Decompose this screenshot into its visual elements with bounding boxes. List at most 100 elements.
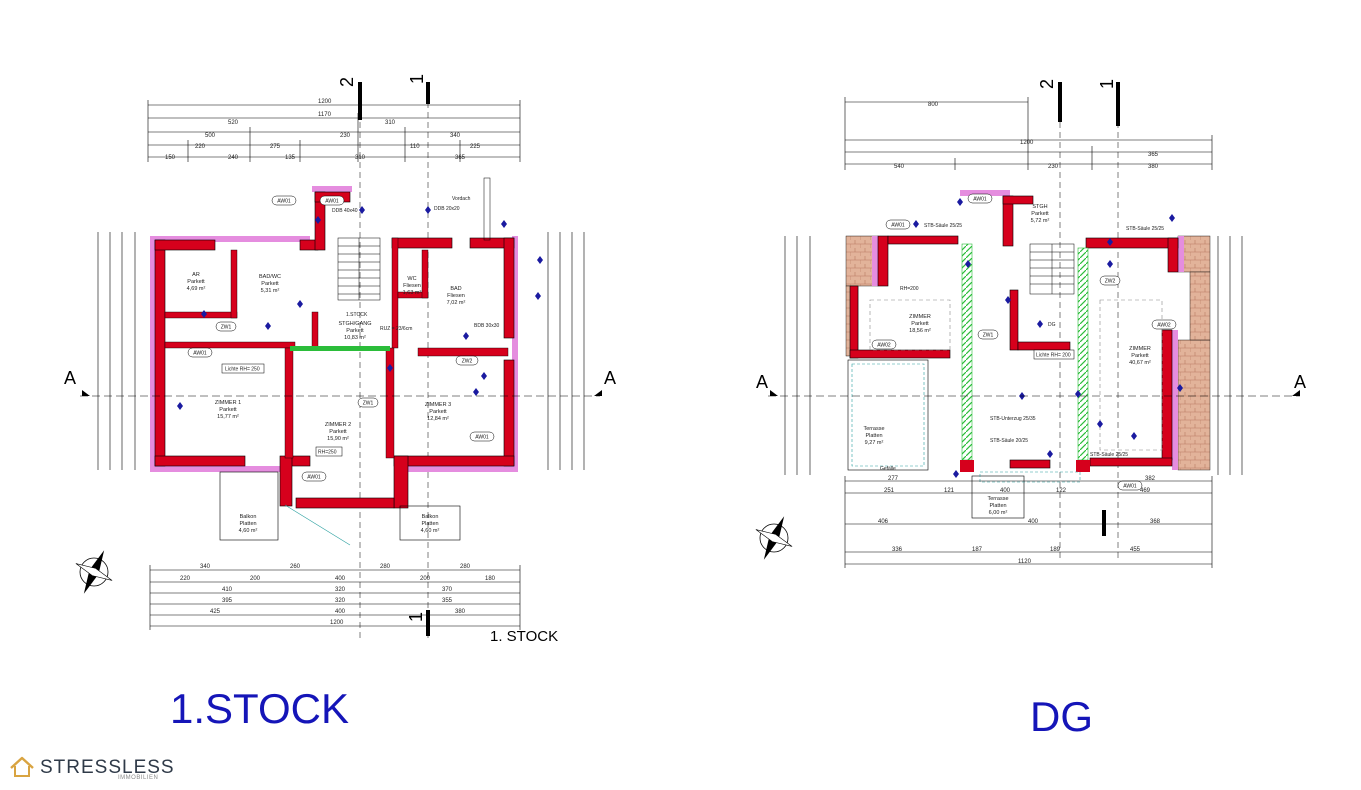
attic-insulation — [872, 190, 1184, 470]
wall-tag: ZW1 — [363, 401, 374, 407]
room-area: 18,56 m² — [909, 328, 931, 334]
bottom-dimension-chains — [149, 565, 521, 630]
room-area: 15,90 m² — [327, 436, 349, 442]
room-area: 4,69 m² — [187, 286, 206, 292]
dim-label: 200 — [250, 576, 261, 582]
dim-label: 400 — [1000, 488, 1011, 494]
note: BDB 30x30 — [474, 323, 500, 329]
note: DG — [1048, 322, 1056, 328]
north-arrow-icon — [75, 550, 113, 594]
room-name: Balkon — [422, 514, 439, 520]
terraces — [847, 299, 1163, 519]
room-area: 10,83 m² — [344, 335, 366, 341]
room-name: Terrasse — [987, 496, 1008, 502]
room-area: 12,84 m² — [427, 416, 449, 422]
plan-caption: 1. STOCK — [490, 628, 558, 645]
attic-top-dimension-chains — [844, 97, 1213, 170]
dim-label: 275 — [270, 144, 281, 150]
note: DDB 20x20 — [434, 206, 460, 212]
dim-label: 187 — [972, 547, 983, 553]
dim-label: 400 — [335, 576, 346, 582]
section-mark-right: A — [604, 368, 616, 388]
cut-mark-1: 1 — [1097, 79, 1117, 89]
room-name: BAD/WC — [259, 274, 281, 280]
room-name: Balkon — [240, 514, 257, 520]
cut-mark-2: 2 — [337, 77, 357, 87]
dim-label: 336 — [892, 547, 903, 553]
room-name: ZIMMER 3 — [425, 402, 451, 408]
cut-marks: 2 1 — [337, 74, 430, 640]
room-floor: Fliesen — [403, 283, 421, 289]
room-name: ZIMMER — [1129, 346, 1151, 352]
top-dimension-labels: 1200 1170 520 310 500 230 340 220 275 11… — [165, 99, 481, 161]
room-name: STGH — [1032, 204, 1047, 210]
dim-label: 230 — [1048, 164, 1059, 170]
wall-tags-first-floor: AW01 AW01 ZW1 AW01 ZW1 ZW2 AW01 AW01 — [187, 195, 495, 482]
room-name: AR — [192, 272, 200, 278]
attic-walls — [849, 195, 1179, 469]
note: STB-Säule 25/25 — [1090, 452, 1128, 458]
dim-label: 380 — [455, 609, 466, 615]
dim-label: 520 — [228, 120, 239, 126]
note: STB-Unterzug 25/35 — [990, 416, 1036, 422]
bottom-dimension-labels: 340 260 280 280 220 200 400 200 180 410 … — [180, 564, 496, 626]
dim-label: 800 — [928, 102, 939, 108]
dim-label: 121 — [944, 488, 955, 494]
first-floor-plan: 1200 1170 520 310 500 230 340 220 275 11… — [64, 74, 616, 645]
note: Gefälle — [880, 466, 896, 472]
attic-title: DG — [1030, 693, 1093, 740]
room-area: 5,31 m² — [261, 288, 280, 294]
room-area: 6,00 m² — [989, 510, 1008, 516]
wall-tag: AW01 — [891, 223, 905, 229]
dim-label: 382 — [1145, 476, 1156, 482]
dim-label: 189 — [1050, 547, 1061, 553]
dim-label: 365 — [1148, 152, 1159, 158]
section-mark-left: A — [756, 372, 768, 392]
attic-staircase — [1029, 243, 1075, 295]
room-floor: Parkett — [1031, 211, 1049, 217]
room-area: 15,77 m² — [217, 414, 239, 420]
room-floor: Parkett — [911, 321, 929, 327]
dim-label: 220 — [195, 144, 206, 150]
dim-label: 355 — [442, 598, 453, 604]
room-floor: Parkett — [261, 281, 279, 287]
side-dimension-lines — [97, 232, 585, 470]
section-mark-right: A — [1294, 372, 1306, 392]
dim-label: 110 — [410, 144, 420, 150]
dim-label: 320 — [335, 587, 346, 593]
room-floor: Parkett — [1131, 353, 1149, 359]
dim-label: 400 — [1028, 519, 1039, 525]
room-floor: Parkett — [187, 279, 205, 285]
dim-label: 240 — [228, 155, 239, 161]
dim-label: 320 — [335, 598, 346, 604]
dim-label: 1120 — [1018, 559, 1032, 565]
attic-plan: 800 1200 365 540 230 380 2 1 — [755, 79, 1306, 568]
dim-label: 200 — [420, 576, 431, 582]
attic-bottom-dimension-chains — [844, 476, 1213, 568]
dim-label: 251 — [884, 488, 895, 494]
room-labels-first-floor: AR Parkett 4,69 m² BAD/WC Parkett 5,31 m… — [187, 272, 466, 534]
note: STB-Säule 20/25 — [990, 438, 1028, 444]
interior-walls — [164, 237, 509, 459]
wall-tag: ZW2 — [462, 359, 473, 365]
top-dimension-chains — [147, 100, 521, 162]
section-mark-left: A — [64, 368, 76, 388]
room-name: WC — [407, 276, 416, 282]
wall-tag: AW01 — [1123, 484, 1137, 490]
dim-label: 1200 — [330, 620, 344, 626]
attic-bottom-dimension-labels: 277 382 251 121 400 122 469 406 400 368 … — [878, 476, 1161, 565]
note: Lichte RH= 200 — [1036, 353, 1071, 359]
dim-label: 180 — [485, 576, 496, 582]
concrete-columns — [960, 243, 1090, 472]
dim-label: 410 — [222, 587, 233, 593]
room-floor: Platten — [989, 503, 1006, 509]
dim-label: 400 — [335, 609, 346, 615]
balconies — [219, 471, 461, 546]
cut-mark-1-bottom: 1 — [406, 612, 426, 622]
room-area: 40,67 m² — [1129, 360, 1151, 366]
section-markers-attic: A A — [756, 372, 1306, 397]
room-name: Terrasse — [863, 426, 884, 432]
room-area: 4,60 m² — [421, 528, 440, 534]
note: DDB 40x40 — [332, 208, 358, 214]
